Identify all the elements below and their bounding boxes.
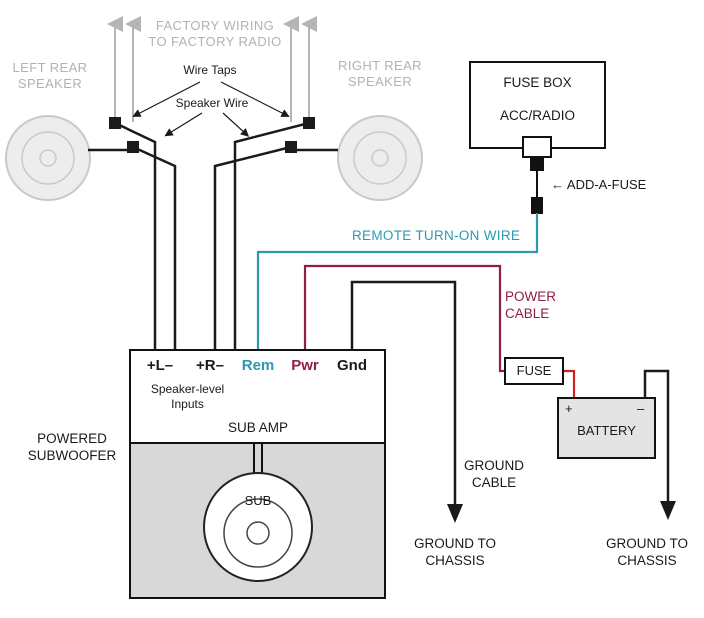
amp-terminal-remote: Rem (241, 357, 275, 374)
right-rear-speaker-icon (337, 115, 423, 201)
power-cable-label: POWER CABLE (505, 289, 557, 321)
remote-turn-on-label: REMOTE TURN-ON WIRE (352, 228, 521, 243)
sub-label: SUB (244, 493, 272, 508)
right-rear-speaker-label: RIGHT REAR SPEAKER (338, 58, 422, 90)
acc-radio-fuse-slot (522, 136, 552, 158)
left-rear-speaker-label: LEFT REAR SPEAKER (12, 60, 88, 92)
inline-fuse (504, 357, 564, 385)
ground-to-chassis-right-label: GROUND TO CHASSIS (605, 536, 688, 568)
wire-tap-connectors (109, 117, 315, 153)
speaker-level-wires (88, 121, 338, 350)
ground-arrow-right (660, 501, 676, 520)
fuse-box (469, 61, 606, 171)
ground-cable-label: GROUND CABLE (464, 458, 524, 490)
power-cable-wire (303, 264, 505, 373)
acc-radio-label: ACC/RADIO (499, 108, 575, 123)
speaker-level-inputs-label: Speaker-level Inputs (150, 382, 225, 411)
fuse-tap-plug (530, 158, 544, 171)
add-a-fuse-label: ← ADD-A-FUSE (551, 177, 647, 192)
speaker-wire-pointer-arrows (164, 112, 250, 137)
amp-terminal-left-input: +L– (146, 357, 174, 374)
factory-wiring-label: FACTORY WIRING TO FACTORY RADIO (148, 18, 282, 50)
fuse-box-title: FUSE BOX (503, 75, 572, 90)
battery-label: BATTERY (577, 423, 636, 438)
fuse-to-battery-wire (563, 369, 576, 398)
sub-driver-icon (203, 444, 313, 582)
battery-plus-terminal: + (565, 401, 573, 416)
wire-taps-label: Wire Taps (183, 63, 237, 77)
factory-wiring-arrows (107, 16, 317, 122)
wire-taps-pointer-arrows (132, 81, 290, 117)
left-rear-speaker-icon (5, 115, 91, 201)
ground-arrow-left (447, 504, 463, 523)
powered-subwoofer-label: POWERED SUBWOOFER (27, 431, 117, 463)
amp-terminal-ground: Gnd (337, 357, 367, 374)
amp-terminal-power: Pwr (291, 357, 319, 374)
add-a-fuse (531, 171, 543, 214)
amp-terminal-right-input: +R– (196, 357, 224, 374)
ground-cable-wire (350, 280, 463, 523)
battery-ground-wire (643, 369, 676, 520)
speaker-wire-label: Speaker Wire (175, 96, 249, 110)
battery-body (557, 397, 656, 459)
remote-turn-on-wire (256, 213, 539, 350)
sub-amp-label: SUB AMP (227, 420, 289, 435)
battery-minus-terminal: – (637, 401, 645, 416)
fuse-label: FUSE (516, 363, 552, 378)
ground-to-chassis-left-label: GROUND TO CHASSIS (413, 536, 496, 568)
